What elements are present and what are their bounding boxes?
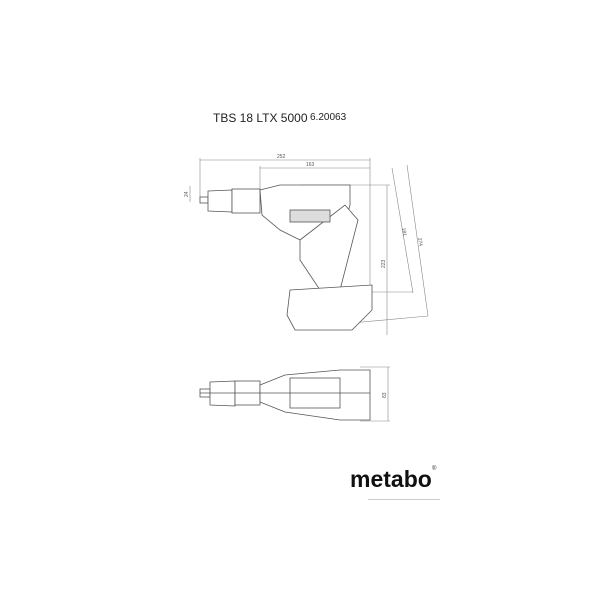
dim-223: 223 xyxy=(381,259,387,268)
dim-83: 83 xyxy=(382,392,388,398)
metabo-logo: metabo xyxy=(350,466,432,492)
top-view-drawing xyxy=(199,369,371,421)
dim-274: 274 xyxy=(416,237,423,246)
dim-163: 163 xyxy=(306,162,315,168)
dimension-lines xyxy=(189,158,429,422)
dim-24: 24 xyxy=(184,191,190,197)
dim-252: 252 xyxy=(277,154,286,160)
side-view-drawing xyxy=(199,184,373,331)
registered-mark: ® xyxy=(432,466,437,472)
model-title: TBS 18 LTX 5000 xyxy=(213,111,308,125)
dim-181: 181 xyxy=(400,227,407,236)
footer-divider xyxy=(368,499,440,500)
article-number: 6.20063 xyxy=(310,112,347,123)
